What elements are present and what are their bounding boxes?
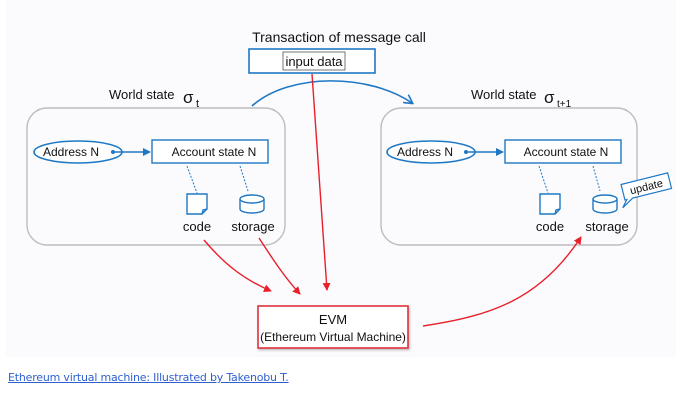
- sigma-symbol: σ: [183, 88, 194, 107]
- transaction-title: Transaction of message call: [252, 29, 426, 45]
- ethereum-evm-diagram: Transaction of message call input data W…: [26, 29, 673, 349]
- address-label-after: Address N: [397, 145, 453, 159]
- world-state-after-subscript: t+1: [557, 99, 572, 110]
- evm-subtitle: (Ethereum Virtual Machine): [260, 330, 406, 344]
- account-state-label-after: Account state N: [524, 145, 609, 159]
- storage-to-evm-arrow: [258, 237, 301, 295]
- code-label-before: code: [183, 219, 211, 234]
- code-to-evm-arrow: [203, 239, 272, 292]
- account-code-link: [538, 165, 549, 194]
- input-data-box: input data: [248, 48, 376, 74]
- code-file-icon: [539, 193, 561, 215]
- input-to-evm-arrow: [311, 73, 331, 291]
- connector-dot: [464, 150, 468, 154]
- caption-link[interactable]: Ethereum virtual machine: Illustrated by…: [8, 371, 289, 384]
- storage-label-after: storage: [585, 219, 628, 234]
- update-callout: update: [620, 172, 673, 209]
- world-state-before: World state σ t Address N Account state …: [26, 87, 286, 246]
- account-state-box-before: [151, 139, 269, 164]
- account-state-label-before: Account state N: [172, 145, 257, 159]
- account-storage-link: [239, 165, 249, 192]
- sigma-symbol: σ: [544, 88, 555, 107]
- world-state-after-label: World state: [471, 87, 537, 102]
- code-file-icon: [186, 193, 208, 215]
- world-state-before-subscript: t: [196, 98, 199, 110]
- code-label-after: code: [536, 219, 564, 234]
- evm-to-storage-arrow: [422, 236, 582, 327]
- account-storage-link: [592, 165, 601, 192]
- evm-title: EVM: [319, 312, 347, 327]
- storage-label-before: storage: [231, 219, 274, 234]
- world-state-before-label: World state: [109, 87, 175, 102]
- world-state-after: World state σ t+1 Address N Account stat…: [380, 87, 673, 246]
- connector-dot: [111, 150, 115, 154]
- storage-cylinder-icon: [239, 194, 265, 214]
- account-code-link: [186, 165, 198, 194]
- evm-box: EVM (Ethereum Virtual Machine): [257, 305, 409, 349]
- address-label-before: Address N: [43, 145, 99, 159]
- storage-cylinder-icon: [592, 194, 618, 214]
- state-transition-arrow: [251, 80, 412, 107]
- account-state-box-after: [504, 139, 622, 164]
- input-data-label: input data: [285, 54, 343, 69]
